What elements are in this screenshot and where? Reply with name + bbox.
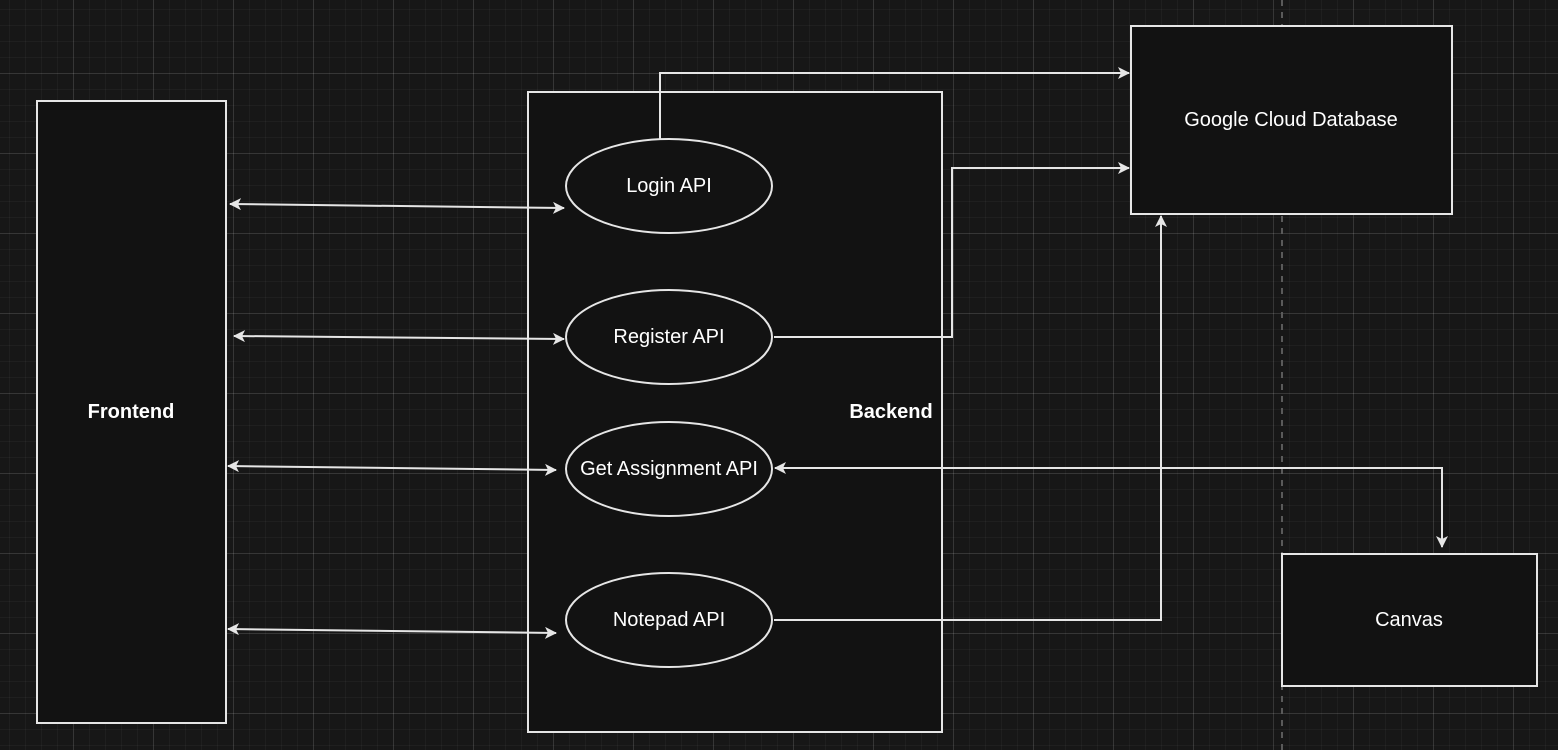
frontend-label: Frontend bbox=[88, 401, 175, 423]
notepad-api-label: Notepad API bbox=[613, 609, 725, 631]
backend-label: Backend bbox=[849, 401, 932, 423]
edge-frontend-register bbox=[233, 330, 565, 345]
edge-notepad-to-database bbox=[774, 215, 1167, 621]
get-assignment-api-label: Get Assignment API bbox=[580, 458, 758, 480]
login-api-label: Login API bbox=[626, 175, 712, 197]
canvas-box[interactable] bbox=[1281, 553, 1538, 687]
register-api-node[interactable] bbox=[565, 289, 773, 385]
edge-frontend-assignment bbox=[227, 460, 557, 476]
get-assignment-api-node[interactable] bbox=[565, 421, 773, 517]
canvas-label: Canvas bbox=[1375, 609, 1443, 631]
frontend-box[interactable] bbox=[36, 100, 227, 724]
edge-register-to-database bbox=[774, 162, 1130, 338]
register-api-label: Register API bbox=[613, 326, 724, 348]
google-cloud-database-box[interactable] bbox=[1130, 25, 1453, 215]
notepad-api-node[interactable] bbox=[565, 572, 773, 668]
edge-frontend-notepad bbox=[227, 623, 557, 639]
edge-assignment-canvas bbox=[774, 462, 1448, 548]
edge-login-to-database bbox=[659, 67, 1130, 139]
login-api-node[interactable] bbox=[565, 138, 773, 234]
google-cloud-database-label: Google Cloud Database bbox=[1184, 109, 1397, 131]
edge-frontend-login bbox=[229, 198, 565, 214]
